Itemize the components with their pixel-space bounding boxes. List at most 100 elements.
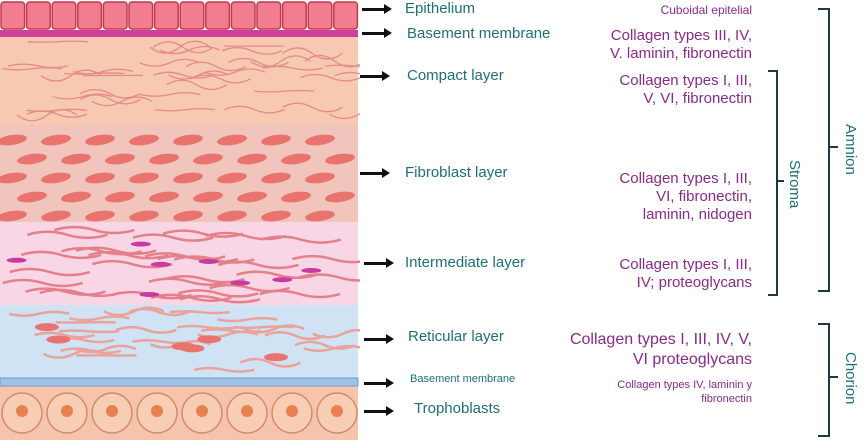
collagen-fiber	[27, 40, 88, 43]
intermediate-fiber	[53, 225, 135, 235]
fibroblast-cell	[0, 172, 27, 184]
collagen-fiber	[334, 71, 360, 77]
intermediate-fiber	[218, 260, 299, 270]
intermediate-fiber	[292, 254, 360, 264]
reticular-fiber	[42, 349, 105, 359]
collagen-fiber	[166, 79, 228, 91]
arrow-icon	[360, 71, 390, 81]
reticular-cell	[46, 335, 71, 344]
intermediate-fiber	[298, 273, 360, 282]
label-fibroblast-layer: Fibroblast layer	[405, 164, 508, 181]
text-line: laminin, nidogen	[642, 206, 752, 223]
text-line: Collagen types I, III,	[619, 72, 752, 89]
stroma-label: Stroma	[786, 160, 803, 209]
collagen-fiber	[72, 68, 134, 75]
fibroblast-cell	[129, 172, 159, 184]
fibroblast-cell	[281, 153, 311, 165]
fibroblast-cell	[305, 210, 335, 222]
fibroblast-cell	[325, 153, 355, 165]
reticular-fiber	[239, 357, 301, 368]
intermediate-cell	[301, 268, 322, 274]
chorion-bracket-tick	[828, 376, 838, 378]
collagen-fiber	[168, 70, 229, 80]
collagen-fiber	[250, 55, 312, 68]
intermediate-fiber	[205, 231, 287, 241]
epithelial-cell	[77, 1, 103, 30]
chorion-bracket	[818, 323, 830, 437]
fibroblast-cell	[85, 172, 115, 184]
collagen-fiber	[300, 73, 360, 82]
collagen-fiber	[221, 46, 283, 55]
collagen-fiber	[16, 108, 78, 122]
collagen-fiber	[153, 71, 214, 79]
fibroblast-cell	[129, 134, 159, 146]
fibroblast-cell	[41, 134, 71, 146]
collagen-fiber	[91, 96, 153, 107]
text-line: Collagen types I, III,	[619, 256, 752, 273]
text-line: Collagen types I, III, IV, V,	[569, 331, 752, 348]
fibroblast-cell	[61, 153, 91, 165]
text-line: VI proteoglycans	[632, 351, 752, 368]
composition-intermediate-layer: Collagen types I, III,IV; proteoglycans	[619, 256, 752, 292]
reticular-fiber	[115, 325, 177, 334]
epithelial-cell	[205, 1, 231, 30]
epithelial-cell	[25, 1, 51, 30]
arrow-icon	[362, 28, 392, 38]
reticular-cell	[34, 323, 59, 332]
text-line: V, VI, fibronectin	[643, 90, 752, 107]
composition-reticular-layer: Collagen types I, III, IV, V, VI proteogl…	[570, 330, 752, 370]
intermediate-fiber	[39, 288, 121, 298]
fibroblast-cell	[85, 134, 115, 146]
collagen-fiber	[8, 63, 69, 69]
epithelial-cell	[51, 1, 77, 30]
epithelial-cell	[256, 1, 282, 30]
arrow-icon	[364, 334, 394, 344]
fibroblast-cell	[217, 172, 247, 184]
epithelial-cell	[153, 1, 179, 30]
amnion-bracket-tick	[828, 146, 838, 148]
collagen-fiber	[185, 61, 247, 72]
intermediate-fiber	[61, 247, 142, 256]
fibroblast-cell	[17, 191, 47, 203]
fibroblast-cell	[305, 172, 335, 184]
reticular-fiber	[233, 325, 294, 330]
intermediate-fiber	[260, 235, 342, 244]
label-compact-layer: Compact layer	[407, 67, 504, 84]
reticular-fiber	[200, 328, 262, 334]
text-line: VI, fibronectin,	[656, 188, 752, 205]
fibroblast-cell	[305, 134, 335, 146]
collagen-fiber	[40, 69, 102, 82]
reticular-fiber	[294, 340, 356, 350]
fibroblast-cell	[61, 191, 91, 203]
fibroblast-cell	[129, 210, 159, 222]
fibroblast-cell	[105, 153, 135, 165]
fibroblast-cell	[0, 210, 27, 222]
epithelial-cell	[230, 1, 256, 30]
label-intermediate-layer: Intermediate layer	[405, 254, 526, 271]
epithelial-cell	[333, 1, 359, 30]
intermediate-fiber	[9, 267, 91, 277]
fibroblast-cell	[173, 210, 203, 222]
collagen-fiber	[139, 58, 200, 67]
intermediate-fiber	[132, 233, 214, 242]
epithelial-cell	[128, 1, 154, 30]
label-basement-membrane-amnion: Basement membrane	[407, 25, 551, 42]
fibroblast-cell	[217, 134, 247, 146]
reticular-fiber	[176, 324, 238, 330]
arrow-icon	[360, 168, 390, 178]
intermediate-cell	[6, 257, 27, 263]
fibroblast-cell	[237, 153, 267, 165]
collagen-fiber	[328, 113, 360, 120]
collagen-fiber	[228, 57, 289, 68]
composition-fibroblast-layer: Collagen types I, III,VI, fibronectin,la…	[619, 170, 752, 224]
text-line: V. laminin, fibronectin	[609, 45, 752, 62]
trophoblast-nucleus	[196, 405, 208, 417]
fibroblast-cell	[17, 153, 47, 165]
collagen-fiber	[304, 54, 360, 68]
intermediate-fiber	[26, 230, 108, 240]
label-reticular-layer: Reticular layer	[408, 328, 504, 345]
collagen-fiber	[204, 68, 266, 76]
fibroblast-cell	[325, 191, 355, 203]
intermediate-cell	[139, 291, 160, 297]
collagen-fiber	[140, 92, 201, 97]
